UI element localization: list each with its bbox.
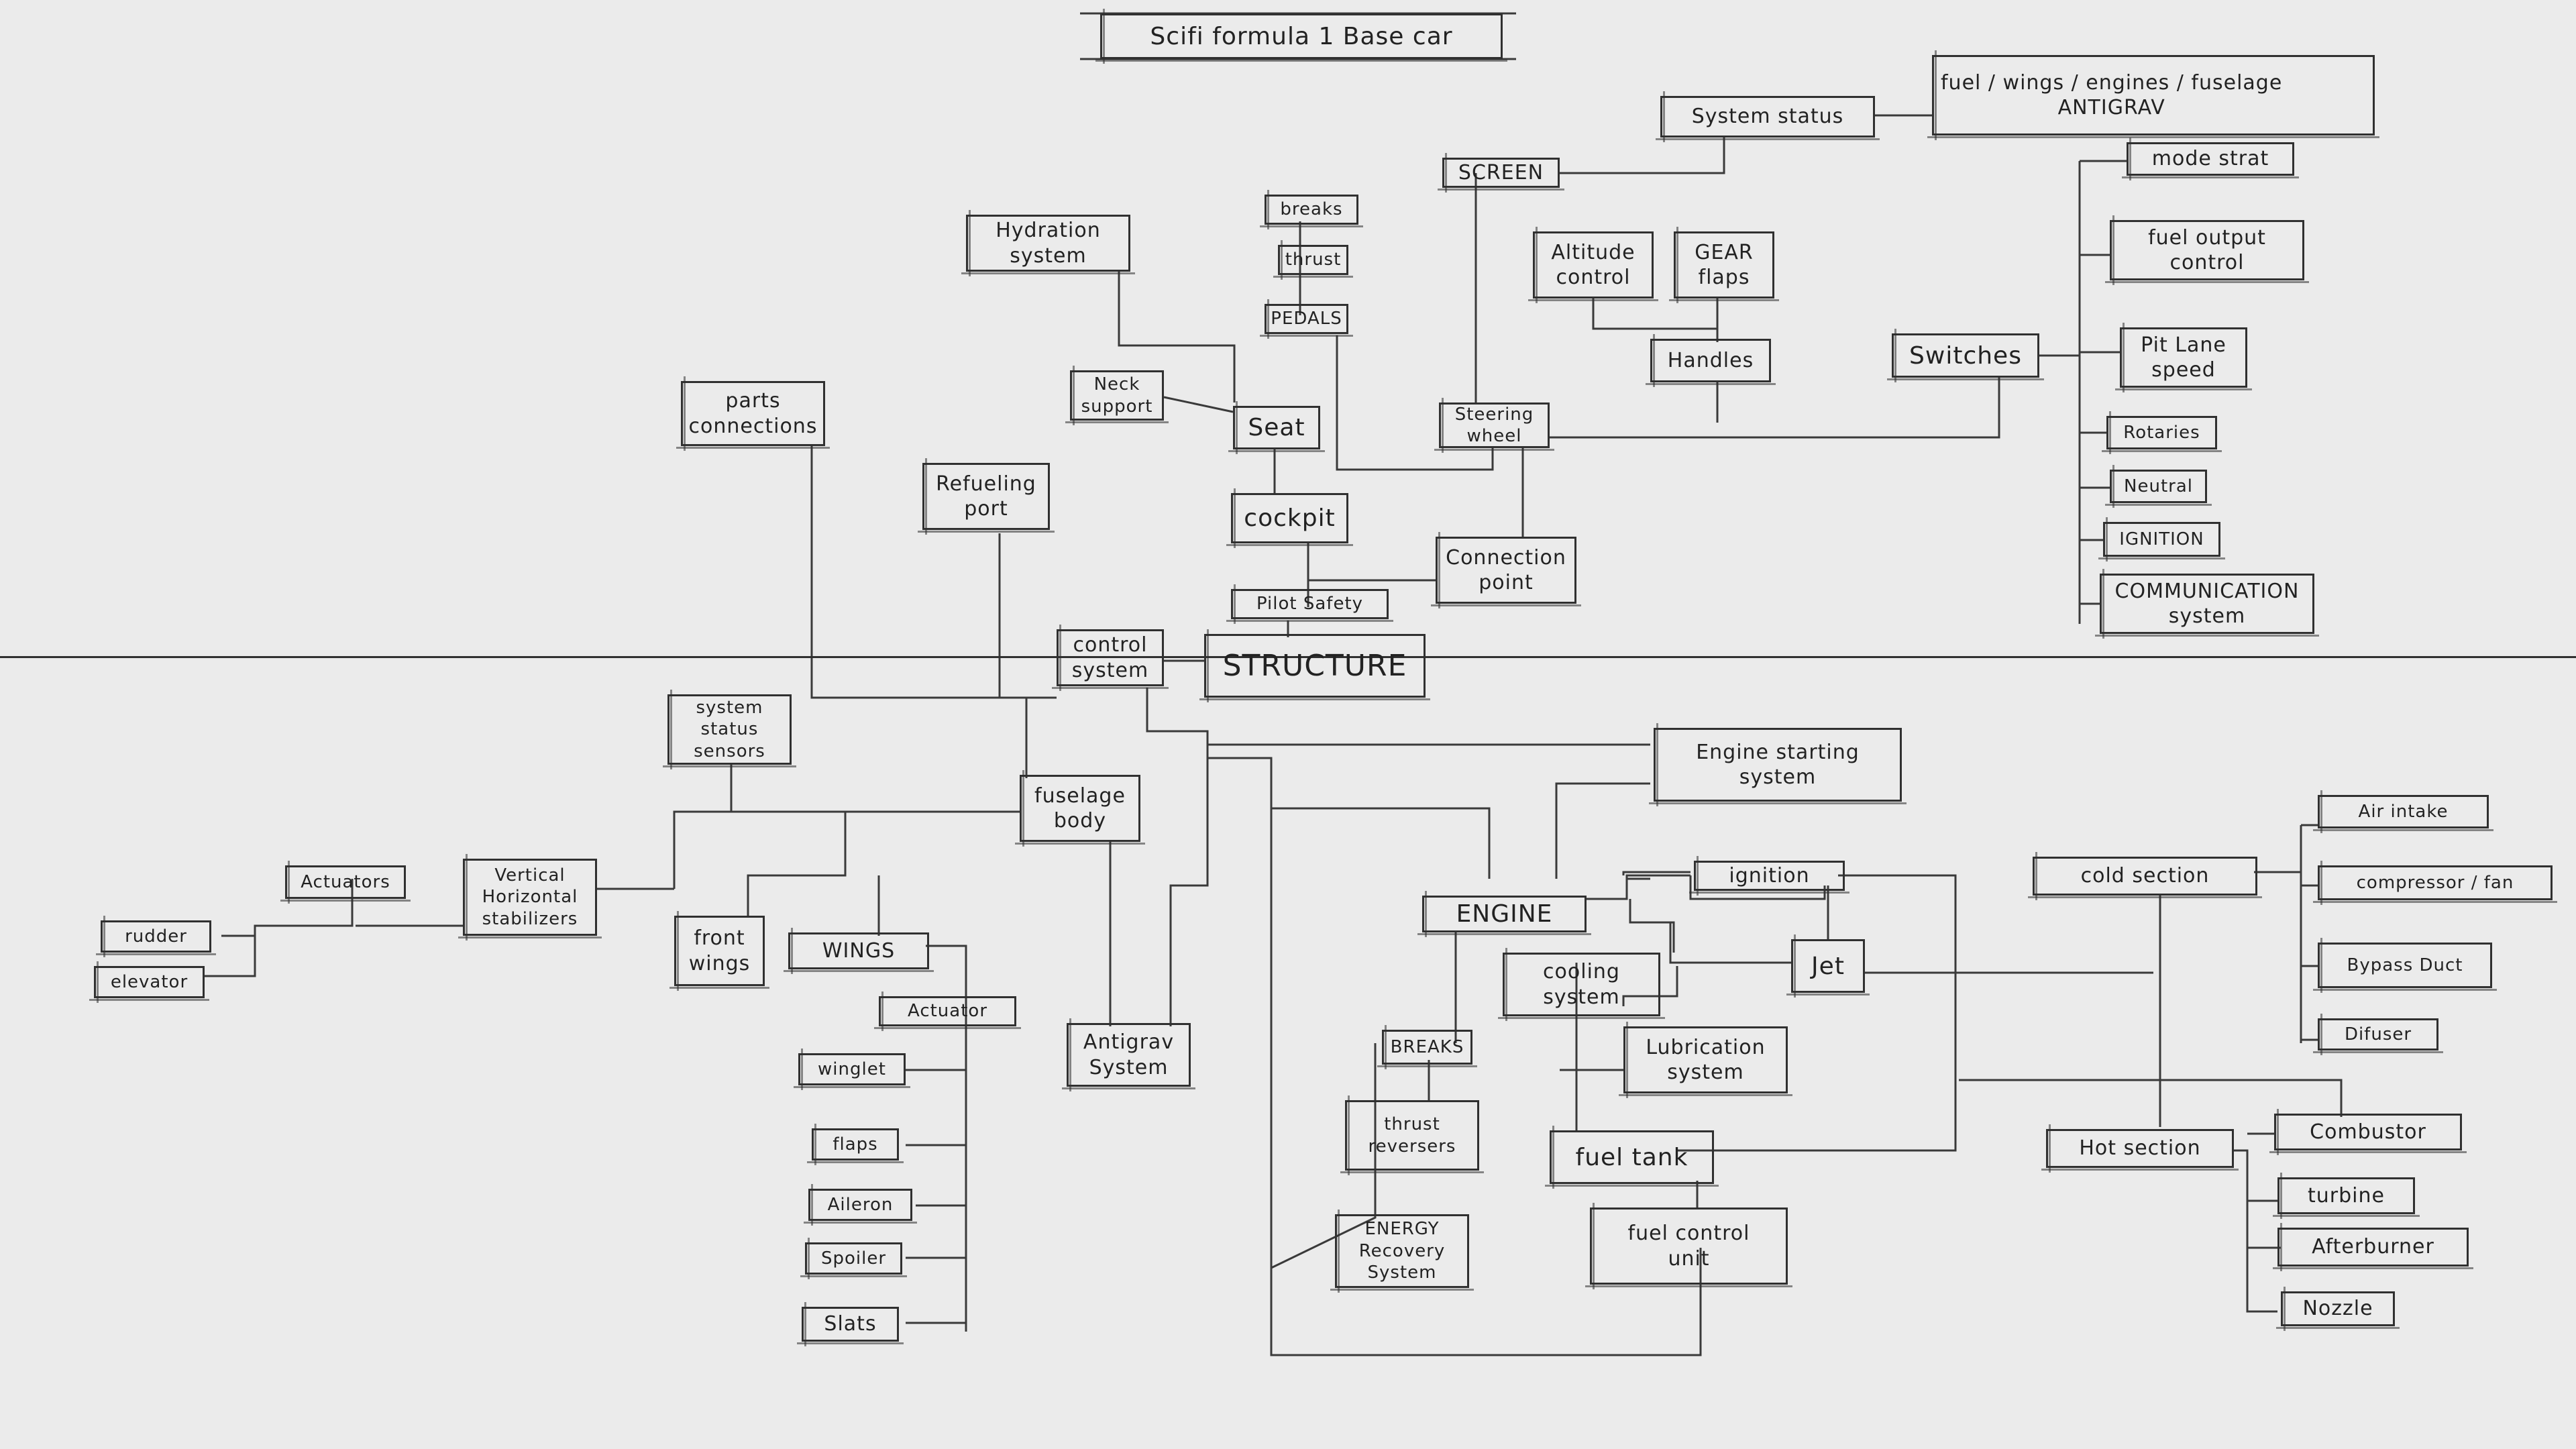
rotaries-node: Rotaries — [2106, 416, 2217, 449]
parts-connections-node: parts connections — [681, 381, 825, 446]
altitude-control-node: Altitude control — [1533, 231, 1654, 299]
seat-node: Seat — [1233, 406, 1320, 449]
actuators-node: Actuators — [285, 865, 406, 899]
system-status-detail-node: fuel / wings / engines / fuselage ANTIGR… — [1932, 55, 2375, 136]
thrust-reversers-node: thrust reversers — [1345, 1100, 1479, 1171]
system-status-sensors-node: system status sensors — [667, 694, 792, 765]
spoiler-node: Spoiler — [805, 1242, 902, 1275]
bypass-duct-node: Bypass Duct — [2318, 943, 2492, 988]
pedals-node: PEDALS — [1265, 304, 1348, 334]
air-intake-node: Air intake — [2318, 795, 2489, 828]
winglet-node: winglet — [798, 1053, 906, 1085]
connection-point-node: Connection point — [1436, 537, 1576, 604]
slats-node: Slats — [802, 1307, 899, 1342]
combustor-node: Combustor — [2274, 1114, 2462, 1150]
fuselage-body-node: fuselage body — [1020, 775, 1140, 842]
cold-section-node: cold section — [2033, 857, 2257, 896]
communication-system-node: COMMUNICATION system — [2100, 574, 2314, 634]
cooling-system-node: cooling system — [1503, 953, 1660, 1016]
afterburner-node: Afterburner — [2277, 1228, 2469, 1267]
steering-wheel-node: Steering wheel — [1439, 402, 1550, 448]
switches-node: Switches — [1892, 333, 2039, 378]
rudder-node: rudder — [101, 920, 211, 953]
hot-section-node: Hot section — [2046, 1129, 2234, 1168]
neck-support-node: Neck support — [1070, 370, 1164, 421]
screen-node: SCREEN — [1442, 158, 1560, 188]
jet-node: Jet — [1791, 939, 1865, 993]
neutral-node: Neutral — [2110, 470, 2207, 503]
turbine-node: turbine — [2277, 1177, 2415, 1214]
engine-starting-system-node: Engine starting system — [1654, 728, 1902, 802]
elevator-node: elevator — [94, 966, 205, 998]
wings-node: WINGS — [788, 932, 929, 969]
flaps-node: flaps — [812, 1128, 899, 1161]
control-system-node: control system — [1057, 629, 1164, 686]
system-status-node: System status — [1660, 96, 1875, 138]
structure-node: STRUCTURE — [1204, 634, 1426, 698]
fuel-tank-node: fuel tank — [1550, 1130, 1714, 1184]
ignition-engine-node: ignition — [1694, 861, 1845, 891]
hydration-system-node: Hydration system — [966, 215, 1130, 272]
lubrication-system-node: Lubrication system — [1623, 1026, 1788, 1093]
refueling-port-node: Refueling port — [922, 463, 1050, 530]
mode-strat-node: mode strat — [2127, 142, 2294, 176]
compressor-fan-node: compressor / fan — [2318, 865, 2553, 900]
cockpit-node: cockpit — [1231, 493, 1348, 543]
handles-node: Handles — [1650, 339, 1771, 382]
front-wings-node: front wings — [674, 916, 765, 986]
gear-flaps-node: GEAR flaps — [1674, 231, 1774, 299]
fuel-control-unit-node: fuel control unit — [1590, 1208, 1788, 1285]
nozzle-node: Nozzle — [2281, 1291, 2395, 1326]
thrust-top-node: thrust — [1278, 245, 1348, 275]
pit-lane-speed-node: Pit Lane speed — [2120, 327, 2247, 388]
ignition-switch-node: IGNITION — [2103, 522, 2220, 557]
energy-recovery-system-node: ENERGY Recovery System — [1335, 1214, 1469, 1288]
diffuser-node: Difuser — [2318, 1018, 2438, 1051]
engine-node: ENGINE — [1422, 896, 1587, 932]
vertical-horizontal-stabilizers-node: Vertical Horizontal stabilizers — [463, 859, 597, 936]
aileron-node: Aileron — [808, 1189, 912, 1221]
diagram-title: Scifi formula 1 Base car — [1100, 13, 1503, 59]
breaks-top-node: breaks — [1265, 195, 1358, 225]
actuator-node: Actuator — [879, 996, 1016, 1026]
breaks-bottom-node: BREAKS — [1382, 1030, 1472, 1065]
fuel-output-control-node: fuel output control — [2110, 220, 2304, 280]
antigrav-system-node: Antigrav System — [1067, 1023, 1191, 1087]
pilot-safety-node: Pilot Safety — [1231, 589, 1389, 619]
